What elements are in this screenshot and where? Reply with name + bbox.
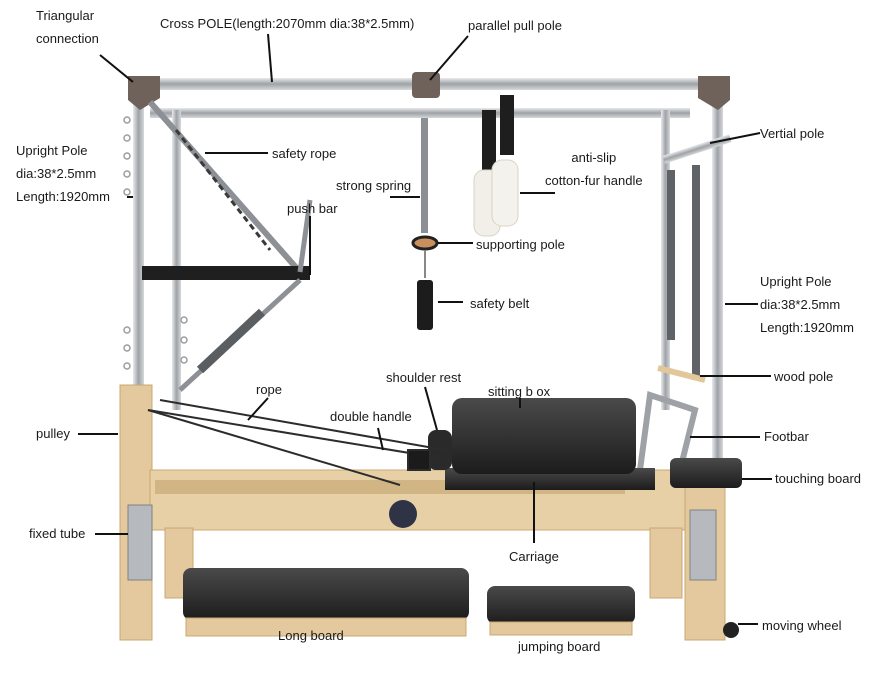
leg-right <box>649 527 683 599</box>
supporting-pole <box>411 235 439 251</box>
steel-frame <box>128 72 732 594</box>
label-vertial-pole: Vertial pole <box>760 126 825 141</box>
upright-pegs <box>123 116 188 370</box>
right-springs <box>657 165 706 383</box>
ropes <box>147 399 446 486</box>
label-carriage: Carriage <box>509 549 559 564</box>
label-strong-spring: strong spring <box>336 178 412 193</box>
label-wood-pole: wood pole <box>774 369 834 384</box>
label-cross-pole: Cross POLE(length:2070mm dia:38*2.5mm) <box>160 16 415 31</box>
fixed-tube-left <box>127 504 153 581</box>
push-bar <box>142 266 310 280</box>
boards <box>183 568 635 637</box>
moving-wheel <box>723 622 739 638</box>
leader-lines <box>78 33 772 625</box>
label-fixed-tube: fixed tube <box>29 526 86 541</box>
jumping-board <box>487 586 635 624</box>
label-jumping-board: jumping board <box>518 639 601 654</box>
label-long-board: Long board <box>278 628 344 643</box>
label-parallel-pull-pole: parallel pull pole <box>468 18 562 33</box>
push-bar-assembly <box>142 100 313 392</box>
label-supporting-pole: supporting pole <box>476 237 565 252</box>
strong-spring <box>421 118 428 233</box>
label-pulley: pulley <box>36 426 70 441</box>
wood-pole <box>657 365 706 383</box>
upright-pole-left-inner <box>172 110 181 410</box>
parallel-pull-pole <box>150 108 690 118</box>
safety-belt <box>417 280 433 330</box>
label-anti-slip-handle: anti-slip cotton-fur handle <box>545 150 643 188</box>
touching-board <box>670 458 742 488</box>
label-safety-belt: safety belt <box>470 296 530 311</box>
label-safety-rope: safety rope <box>272 146 337 161</box>
carriage-group <box>428 398 742 490</box>
label-push-bar: push bar <box>287 201 338 216</box>
corner-bracket-right <box>698 76 730 110</box>
label-upright-pole-right: Upright Pole dia:38*2.5mm Length:1920mm <box>760 274 854 335</box>
parallel-pull-pole-clamp <box>412 72 440 98</box>
label-moving-wheel: moving wheel <box>762 618 842 633</box>
brand-logo <box>389 500 417 528</box>
upright-pole-left-outer <box>133 84 144 594</box>
long-board <box>183 568 469 620</box>
upright-pole-right-outer <box>712 84 723 594</box>
label-triangular-connection: Triangular connection <box>36 8 99 46</box>
sitting-box <box>452 398 636 474</box>
fixed-tube-right <box>689 509 717 581</box>
upright-pole-right-inner <box>661 110 670 410</box>
double-handle <box>407 449 431 471</box>
label-shoulder-rest: shoulder rest <box>386 370 462 385</box>
label-upright-pole-left: Upright Pole dia:38*2.5mm Length:1920mm <box>16 143 110 204</box>
label-footbar: Footbar <box>764 429 809 444</box>
footbar <box>637 391 699 471</box>
center-spring-assembly <box>411 118 439 330</box>
label-double-handle: double handle <box>330 409 412 424</box>
cotton-fur-handles <box>473 95 519 237</box>
label-sitting-box: sitting b ox <box>488 384 551 399</box>
label-rope: rope <box>256 382 283 397</box>
label-touching-board: touching board <box>775 471 862 486</box>
